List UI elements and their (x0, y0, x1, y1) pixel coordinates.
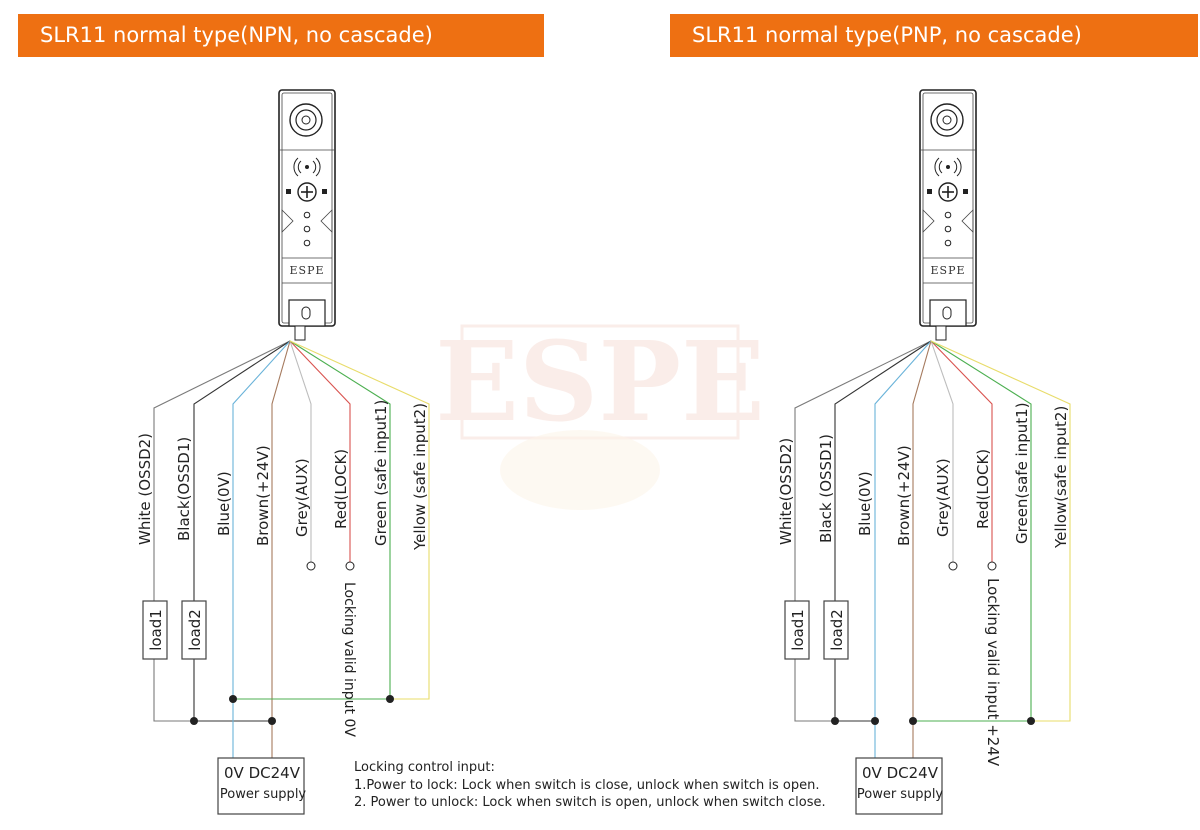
pnp-label-grey: Grey(AUX) (934, 458, 952, 537)
device-brand-label: ESPE (290, 264, 325, 277)
pnp-load2: load2 (823, 600, 849, 660)
status-led-icons (944, 211, 952, 247)
pnp-wire-yellow (930, 340, 1071, 722)
npn-junction-blue (229, 695, 237, 703)
pnp-junction-brown (909, 717, 917, 725)
npn-load2: load2 (181, 600, 207, 660)
pnp-wire-brown (912, 340, 932, 758)
npn-wire-green (233, 340, 391, 700)
npn-device: ESPE (278, 89, 336, 341)
npn-label-white: White (OSSD2) (136, 433, 154, 545)
npn-label-yellow: Yellow (safe input2) (411, 403, 429, 551)
locking-control-line2: 2. Power to unlock: Lock when switch is … (354, 795, 826, 810)
npn-diagram: ESPE load1 load2 (136, 89, 430, 815)
pnp-power-label: Power supply (857, 787, 944, 802)
pnp-junction-blue (871, 717, 879, 725)
pnp-label-blue: Blue(0V) (856, 471, 874, 536)
locking-control-title: Locking control input: (354, 760, 495, 775)
pnp-load1: load1 (784, 600, 810, 660)
npn-wire-brown (271, 340, 291, 758)
banner-pnp: SLR11 normal type(PNP, no cascade) (670, 14, 1198, 57)
pnp-diagram: ESPE load1 load2 W (777, 89, 1071, 815)
pnp-wires (794, 340, 1071, 758)
watermark-text: ESPE (435, 317, 765, 446)
pnp-locking-note: Locking valid input +24V (984, 578, 1002, 767)
npn-label-red: Red(LOCK) (332, 449, 350, 529)
npn-power-voltage: 0V DC24V (224, 764, 301, 782)
pnp-wire-white (794, 340, 932, 722)
npn-red-terminal (345, 561, 355, 571)
banner-npn: SLR11 normal type(NPN, no cascade) (18, 14, 544, 57)
npn-power-supply: 0V DC24V Power supply (217, 757, 307, 815)
npn-load1-label: load1 (147, 609, 165, 651)
pnp-label-white: White(OSSD2) (777, 438, 795, 545)
pnp-label-brown: Brown(+24V) (895, 445, 913, 546)
npn-junction-green (386, 695, 394, 703)
pnp-label-red: Red(LOCK) (974, 449, 992, 529)
npn-wire-red (289, 340, 351, 562)
locking-control-notes: Locking control input: 1.Power to lock: … (354, 760, 826, 810)
locking-control-line1: 1.Power to lock: Lock when switch is clo… (354, 778, 820, 793)
pnp-wire-blue (874, 340, 932, 758)
pnp-wire-red (930, 340, 993, 562)
pnp-label-yellow: Yellow(safe input2) (1052, 406, 1070, 549)
npn-label-black: Black(OSSD1) (175, 437, 193, 541)
npn-power-label: Power supply (220, 787, 307, 802)
pnp-device: ESPE (919, 89, 977, 341)
pnp-power-supply: 0V DC24V Power supply (855, 757, 944, 815)
npn-wires (153, 340, 430, 758)
pnp-label-green: Green(safe input1) (1013, 402, 1031, 544)
pnp-load2-label: load2 (828, 609, 846, 651)
pnp-grey-terminal (948, 561, 958, 571)
npn-wire-yellow (289, 340, 430, 700)
pnp-power-voltage: 0V DC24V (862, 764, 939, 782)
npn-label-green: Green (safe input1) (372, 400, 390, 546)
npn-label-brown: Brown(+24V) (254, 445, 272, 546)
pnp-load1-label: load1 (789, 609, 807, 651)
npn-junction-black (190, 717, 198, 725)
pnp-wire-grey (930, 340, 954, 562)
pnp-label-black: Black (OSSD1) (817, 434, 835, 543)
espe-watermark: ESPE (435, 317, 765, 510)
npn-label-blue: Blue(0V) (215, 471, 233, 536)
pnp-wire-green (913, 340, 1032, 722)
npn-label-grey: Grey(AUX) (293, 458, 311, 537)
npn-junction-brown (268, 717, 276, 725)
npn-locking-note: Locking valid input 0V (341, 582, 357, 737)
npn-wire-blue (232, 340, 291, 758)
device-brand-label: ESPE (931, 264, 966, 277)
npn-wire-black (193, 340, 291, 722)
rfid-icon (293, 157, 321, 177)
rfid-icon (934, 157, 962, 177)
npn-grey-terminal (306, 561, 316, 571)
npn-load2-label: load2 (186, 609, 204, 651)
npn-load1: load1 (142, 600, 168, 660)
pnp-red-terminal (987, 561, 997, 571)
pnp-junction-green (1027, 717, 1035, 725)
npn-wire-grey (289, 340, 312, 562)
status-led-icons (303, 211, 311, 247)
npn-wire-white (153, 340, 291, 722)
pnp-junction-black (831, 717, 839, 725)
lock-adjust-icon (286, 182, 327, 202)
pnp-wire-black (834, 340, 932, 722)
lock-adjust-icon (927, 182, 968, 202)
